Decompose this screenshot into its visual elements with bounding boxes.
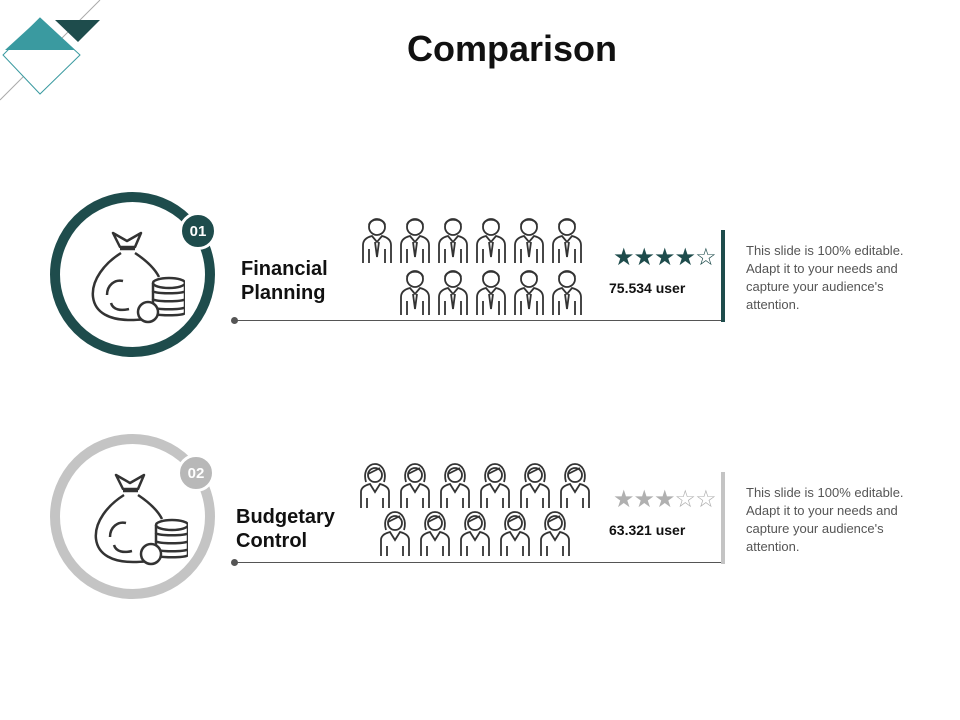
page-title: Comparison xyxy=(406,28,618,69)
people-row-bottom xyxy=(378,510,572,558)
star-filled-icons: ★★★ xyxy=(613,486,676,513)
item-label: Financial Planning xyxy=(241,257,328,305)
female-user-icon xyxy=(500,511,530,556)
male-user-icon xyxy=(552,270,582,315)
female-user-icon xyxy=(540,511,570,556)
male-user-icon xyxy=(438,218,468,263)
comparison-row-2: 02 Budgetary Control ★★★☆☆ 63.321 user T… xyxy=(0,432,960,632)
corner-diamond-decoration xyxy=(0,0,101,101)
icon-ring xyxy=(50,434,215,599)
money-bag-icon xyxy=(94,473,188,566)
female-user-icon xyxy=(380,511,410,556)
male-user-icon xyxy=(476,270,506,315)
item-number-badge: 01 xyxy=(179,212,217,250)
people-group xyxy=(360,215,600,320)
female-user-icon xyxy=(440,463,470,508)
item-number-badge: 02 xyxy=(177,454,215,492)
female-user-icon xyxy=(520,463,550,508)
female-user-icon xyxy=(360,463,390,508)
female-user-icon xyxy=(460,511,490,556)
people-row-top xyxy=(358,462,592,510)
icon-ring xyxy=(50,192,215,357)
item-description: This slide is 100% editable. Adapt it to… xyxy=(746,243,904,312)
rating-stars: ★★★★☆ xyxy=(613,244,717,271)
people-row-top xyxy=(360,215,584,265)
item-label-line1: Budgetary xyxy=(236,506,335,528)
male-user-icon xyxy=(514,218,544,263)
money-bag-icon xyxy=(91,231,185,324)
item-label-line2: Planning xyxy=(241,282,326,304)
item-description: This slide is 100% editable. Adapt it to… xyxy=(746,485,904,554)
star-empty-icons: ☆☆ xyxy=(674,486,717,513)
row-divider-line xyxy=(234,320,724,321)
male-user-icon xyxy=(400,218,430,263)
row-accent-bar xyxy=(721,472,725,564)
star-empty-icons: ☆ xyxy=(695,244,716,271)
item-label: Budgetary Control xyxy=(236,505,335,553)
rating-stars: ★★★☆☆ xyxy=(613,486,717,513)
comparison-row-1: 01 Financial Planning ★★★★☆ 75.534 user … xyxy=(0,190,960,390)
user-count: 75.534 user xyxy=(609,280,686,296)
user-count: 63.321 user xyxy=(609,522,686,538)
male-user-icon xyxy=(476,218,506,263)
male-user-icon xyxy=(438,270,468,315)
female-user-icon xyxy=(480,463,510,508)
female-user-icon xyxy=(420,511,450,556)
male-user-icon xyxy=(514,270,544,315)
star-filled-icons: ★★★★ xyxy=(613,244,696,271)
male-user-icon xyxy=(400,270,430,315)
people-row-bottom xyxy=(398,267,584,317)
female-user-icon xyxy=(560,463,590,508)
row-accent-bar xyxy=(721,230,725,322)
people-group xyxy=(358,462,598,562)
female-user-icon xyxy=(400,463,430,508)
item-label-line1: Financial xyxy=(241,258,328,280)
row-divider-line xyxy=(234,562,724,563)
male-user-icon xyxy=(362,218,392,263)
item-label-line2: Control xyxy=(236,530,308,552)
male-user-icon xyxy=(552,218,582,263)
